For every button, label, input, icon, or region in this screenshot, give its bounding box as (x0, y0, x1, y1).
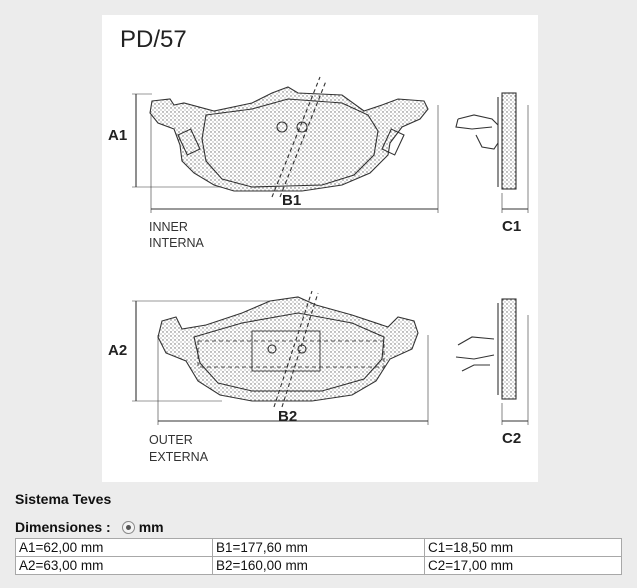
system-label: Sistema Teves (15, 491, 112, 507)
dimensions-label: Dimensiones : (15, 519, 111, 535)
table-row: A1=62,00 mm B1=177,60 mm C1=18,50 mm (15, 538, 622, 557)
dimension-a2-label: A2 (108, 342, 127, 359)
unit-mm-label: mm (138, 519, 164, 535)
table-row: A2=63,00 mm B2=160,00 mm C2=17,00 mm (15, 556, 622, 575)
dimension-c1-label: C1 (502, 218, 521, 235)
dimensions-header: Dimensiones : mm (15, 519, 164, 535)
inner-pad (132, 76, 529, 213)
dimension-c2-value: C2=17,00 mm (424, 556, 622, 575)
dimension-a1-label: A1 (108, 127, 127, 144)
part-number-title: PD/57 (120, 26, 187, 53)
inner-label-en: INNER (149, 220, 188, 234)
dimension-b1-label: B1 (282, 192, 301, 209)
dimension-c2-label: C2 (502, 430, 521, 447)
dimension-b2-label: B2 (278, 408, 297, 425)
outer-pad (132, 290, 529, 425)
outer-label-es: EXTERNA (149, 450, 209, 464)
outer-label-en: OUTER (149, 433, 193, 447)
unit-mm-radio[interactable] (121, 520, 135, 534)
inner-label-es: INTERNA (149, 236, 205, 250)
dimension-a2-value: A2=63,00 mm (15, 556, 213, 575)
dimension-c1-value: C1=18,50 mm (424, 538, 622, 557)
dimension-a1-value: A1=62,00 mm (15, 538, 213, 557)
dimension-b2-value: B2=160,00 mm (212, 556, 425, 575)
dimensions-table: A1=62,00 mm B1=177,60 mm C1=18,50 mm A2=… (15, 538, 622, 575)
brake-pad-drawing: PD/57 (102, 15, 538, 482)
dimension-b1-value: B1=177,60 mm (212, 538, 425, 557)
